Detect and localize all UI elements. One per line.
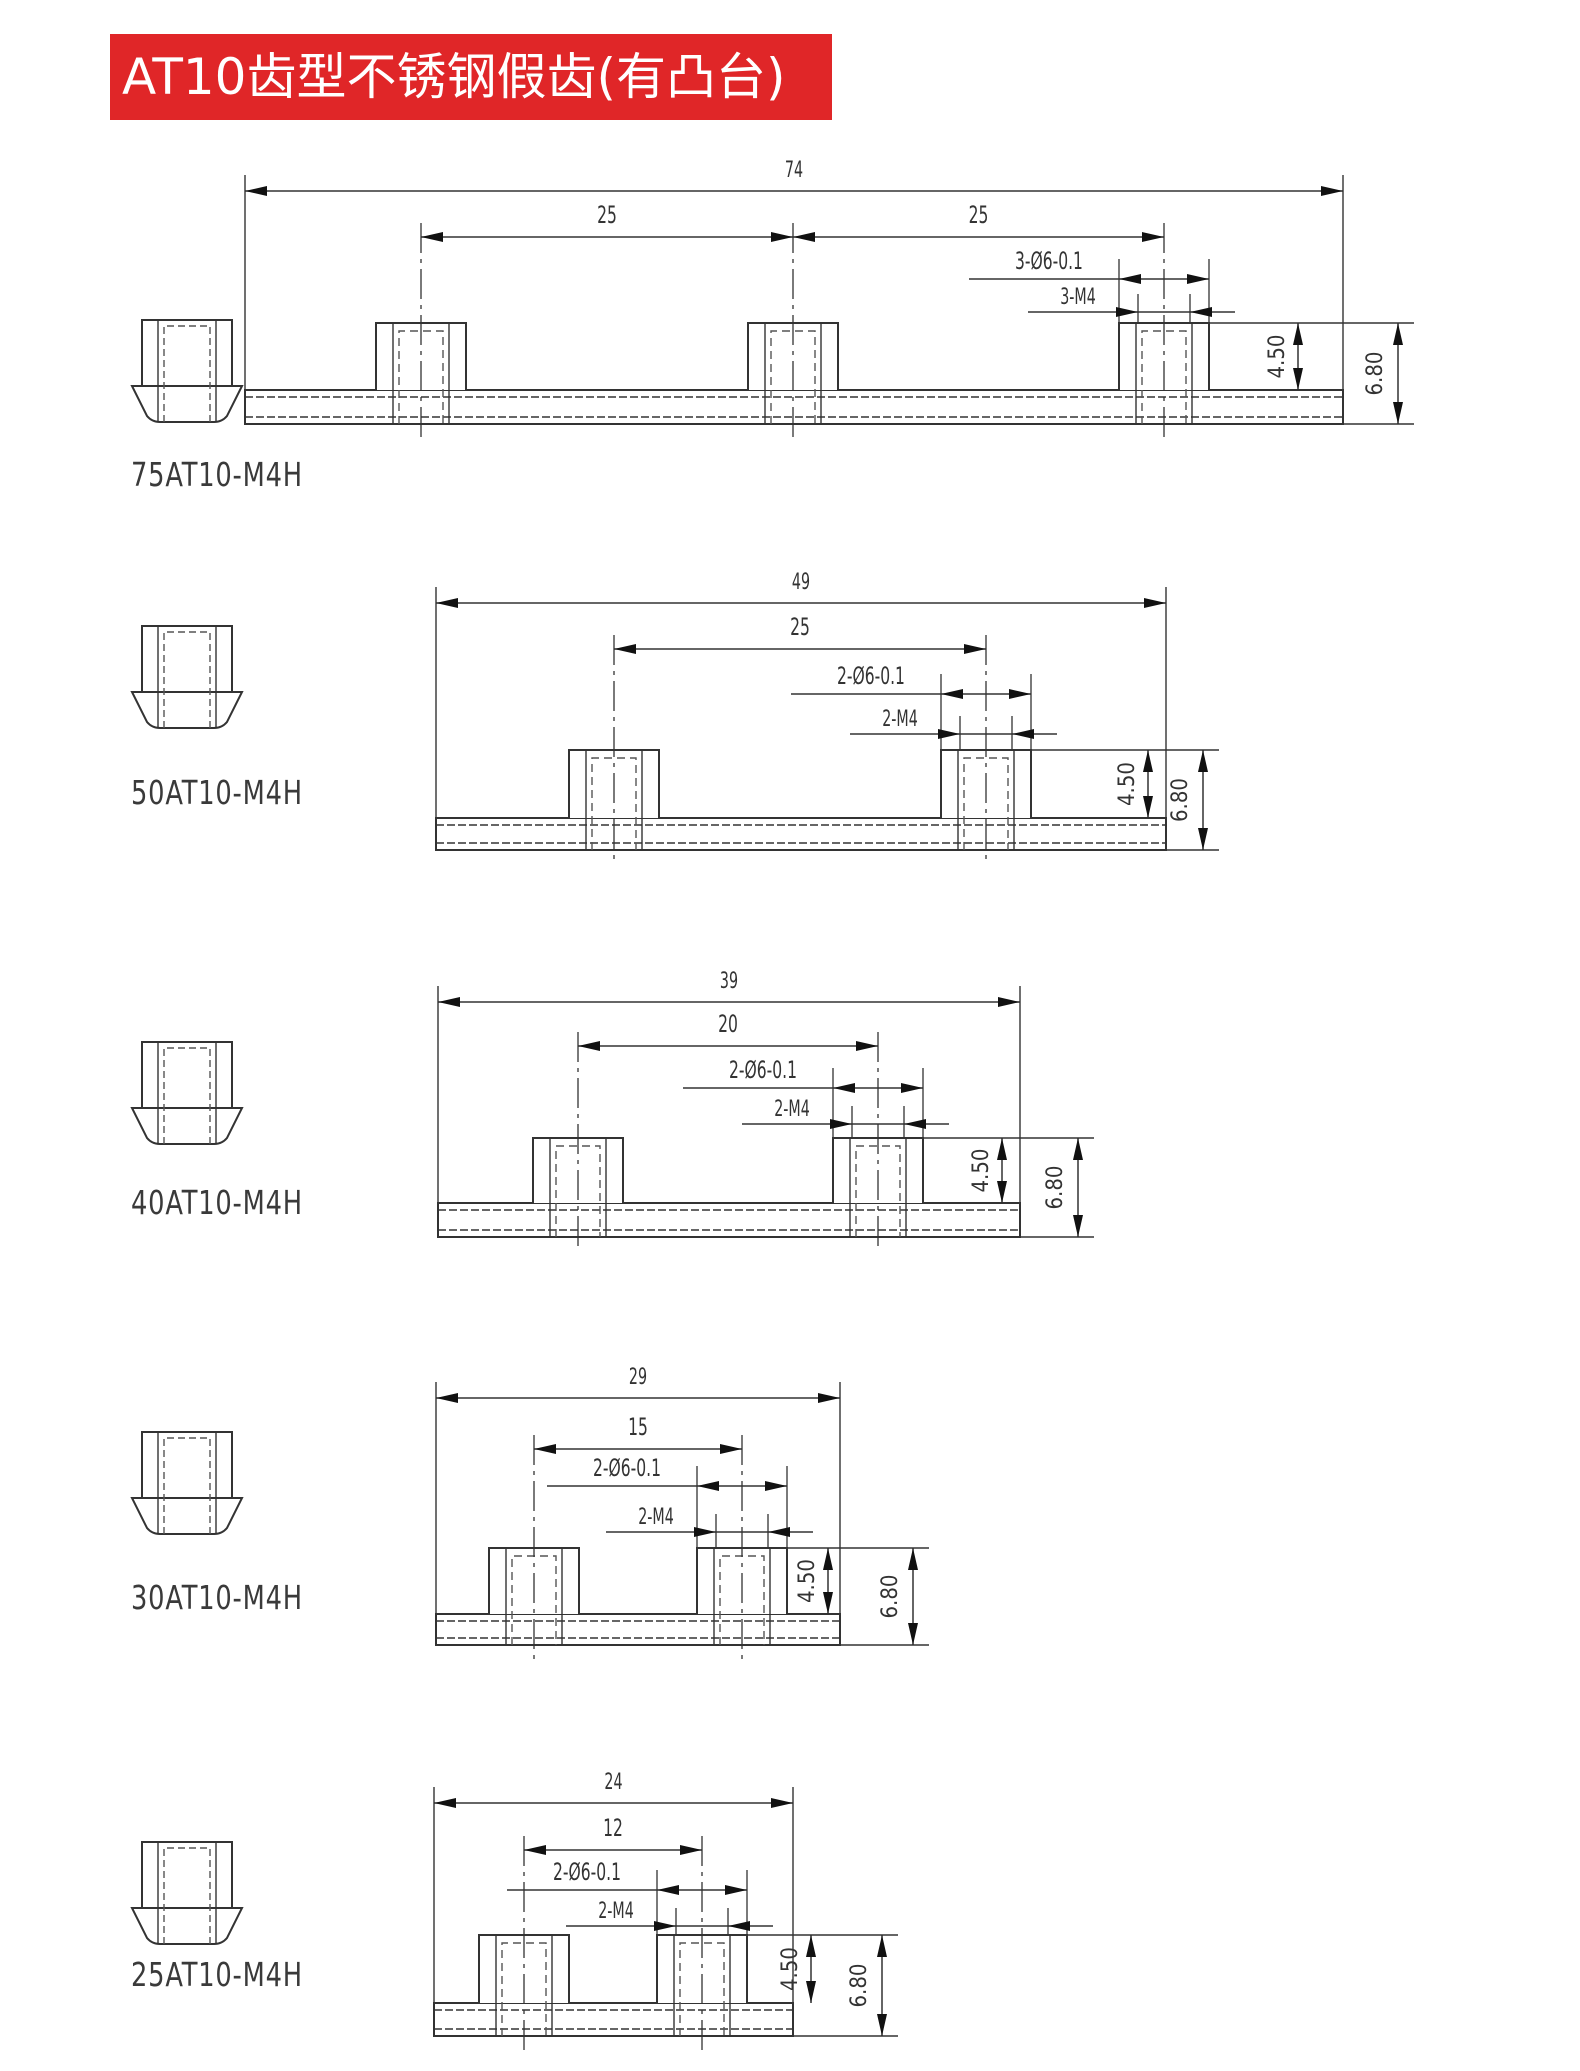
thread-callout: 2-M4 [566,1897,773,1935]
height-dimensions: 4.50 6.80 [787,1547,929,1646]
model-label: 30AT10-M4H [131,1578,303,1617]
base-plate [437,1202,1021,1238]
side-profile-view [130,1041,244,1145]
dimension-text: 6.80 [847,1963,872,2007]
dimension-text: 2-Ø6-0.1 [553,1858,621,1886]
pitch-dimension: 25 [421,201,793,242]
drawing-30AT10-M4H: 29 15 2-Ø6-0.1 2-M4 4.50 6.80 [130,1363,929,1659]
dimension-text: 25 [969,201,989,229]
overall-length-dimension: 39 [437,967,1021,1237]
model-label: 75AT10-M4H [131,455,303,494]
height-dimensions: 4.50 6.80 [1031,749,1219,851]
dimension-text: 4.50 [969,1148,994,1192]
dimension-text: 2-Ø6-0.1 [837,662,905,690]
thread-callout: 3-M4 [1028,283,1235,323]
dimension-text: 2-M4 [598,1897,634,1923]
overall-length-dimension: 49 [435,568,1167,850]
height-dimensions: 4.50 6.80 [1209,322,1414,425]
side-profile-view [130,1431,244,1535]
dimension-text: 39 [720,967,738,993]
overall-length-dimension: 29 [435,1363,841,1645]
boss [488,1435,580,1659]
dimension-text: 15 [628,1413,648,1441]
pitch-dimension: 12 [524,1814,702,1855]
dimension-text: 20 [718,1010,738,1038]
dimension-text: 25 [597,201,617,229]
boss [696,1435,788,1659]
dimension-text: 6.80 [1168,778,1193,822]
dimension-text: 6.80 [1043,1165,1068,1209]
dimension-text: 6.80 [878,1574,903,1618]
pitch-dimension: 15 [534,1413,742,1454]
dimension-text: 74 [785,156,803,182]
dimension-text: 2-M4 [638,1503,674,1529]
dimension-text: 29 [629,1363,647,1389]
dimension-text: 49 [792,568,810,594]
boss-diameter-callout: 2-Ø6-0.1 [507,1858,748,1935]
height-dimensions: 4.50 6.80 [923,1137,1094,1238]
dimension-text: 2-Ø6-0.1 [729,1056,797,1084]
pitch-dimension: 25 [614,613,986,654]
dimension-text: 24 [604,1768,622,1794]
dimension-text: 12 [603,1814,623,1842]
base-plate [435,1613,841,1646]
boss [375,223,467,438]
boss [1118,223,1210,438]
boss-diameter-callout: 3-Ø6-0.1 [969,247,1210,323]
dimension-text: 4.50 [795,1559,820,1603]
dimension-text: 2-Ø6-0.1 [593,1454,661,1482]
side-profile-view [130,625,244,729]
model-label: 25AT10-M4H [131,1955,303,1994]
page-title: AT10齿型不锈钢假齿(有凸台) [122,48,786,106]
side-profile-view [130,1841,244,1945]
boss [832,1032,924,1251]
dimension-text: 2-M4 [882,705,918,731]
drawing-25AT10-M4H: 24 12 2-Ø6-0.1 2-M4 4.50 6.80 [130,1768,898,2050]
drawing-40AT10-M4H: 39 20 2-Ø6-0.1 2-M4 4.50 6.80 [130,967,1094,1251]
model-label: 50AT10-M4H [131,773,303,812]
height-dimensions: 4.50 6.80 [747,1934,898,2037]
dimension-text: 3-M4 [1060,283,1096,309]
dimension-text: 4.50 [1265,334,1290,378]
pitch-dimension: 20 [578,1010,878,1051]
drawing-75AT10-M4H: 74 25 25 3-Ø6-0.1 3-M4 4.50 6.80 [130,156,1414,438]
boss [747,223,839,438]
dimension-text: 4.50 [1115,762,1140,806]
thread-callout: 2-M4 [850,705,1057,750]
boss [532,1032,624,1251]
side-profile-view [130,319,244,423]
boss [940,635,1032,864]
dimension-text: 2-M4 [774,1095,810,1121]
overall-length-dimension: 24 [433,1768,794,2036]
boss [478,1836,570,2050]
boss [568,635,660,864]
dimension-text: 3-Ø6-0.1 [1015,247,1083,275]
boss-diameter-callout: 2-Ø6-0.1 [547,1454,788,1548]
title-banner: AT10齿型不锈钢假齿(有凸台) [110,34,832,120]
dimension-text: 25 [790,613,810,641]
pitch-dimension: 25 [793,201,1164,242]
dimension-text: 6.80 [1363,351,1388,395]
boss [656,1836,748,2050]
boss-diameter-callout: 2-Ø6-0.1 [791,662,1032,750]
drawing-50AT10-M4H: 49 25 2-Ø6-0.1 2-M4 4.50 6.80 [130,568,1219,864]
boss-diameter-callout: 2-Ø6-0.1 [683,1056,924,1138]
overall-length-dimension: 74 [244,156,1344,424]
thread-callout: 2-M4 [742,1095,949,1138]
base-plate [433,2002,794,2037]
base-plate [244,389,1344,425]
model-label: 40AT10-M4H [131,1183,303,1222]
base-plate [435,817,1167,851]
dimension-text: 4.50 [778,1947,803,1991]
thread-callout: 2-M4 [606,1503,813,1548]
